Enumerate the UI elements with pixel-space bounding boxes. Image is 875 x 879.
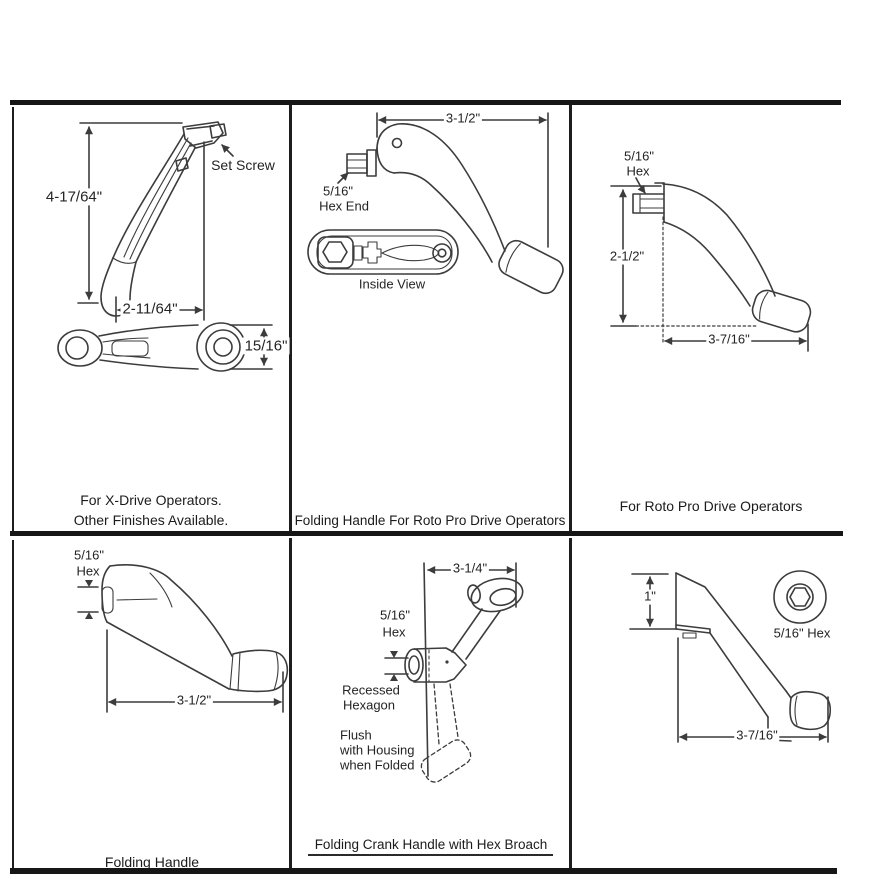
dim-label-length: 3-1/4" bbox=[450, 560, 490, 577]
grid-border-bottom bbox=[10, 868, 837, 874]
dim-label-length: 3-1/2" bbox=[174, 692, 214, 709]
set-screw-label: Set Screw bbox=[211, 156, 275, 173]
panel1-caption-line2: Other Finishes Available. bbox=[73, 511, 229, 528]
dim-label-width: 2-11/64" bbox=[120, 300, 180, 318]
recessed-label-line2: Hexagon bbox=[342, 697, 396, 713]
hex-label-line1: 5/16" bbox=[380, 607, 410, 623]
dim-label-width: 3-7/16" bbox=[706, 331, 752, 348]
hex-label: 5/16" Hex bbox=[773, 625, 831, 641]
grid-border-top bbox=[10, 100, 841, 105]
grid-separator2-row2 bbox=[569, 538, 572, 868]
panel1-caption-line1: For X-Drive Operators. bbox=[80, 491, 222, 508]
dim-label-height: 1" bbox=[642, 588, 658, 605]
folding-roto-pro-drawing bbox=[307, 112, 564, 295]
hex-label-line2: Hex bbox=[626, 163, 650, 179]
grid-separator1-row2 bbox=[289, 538, 292, 868]
dim-label-length: 3-1/2" bbox=[443, 110, 483, 127]
dim-label-thickness: 15/16" bbox=[242, 337, 290, 355]
panel2-caption: Folding Handle For Roto Pro Drive Operat… bbox=[294, 513, 566, 529]
dim-label-height: 2-1/2" bbox=[607, 248, 647, 265]
grid-border-middle bbox=[10, 531, 843, 536]
hex-label-line1: 5/16" bbox=[624, 148, 654, 164]
hex-label-line2: Hex bbox=[76, 563, 100, 579]
x-drive-handle-drawing bbox=[57, 121, 273, 372]
hex-end-label-line2: Hex End bbox=[319, 198, 369, 214]
roto-pro-handle-drawing bbox=[610, 177, 812, 352]
recessed-label-line1: Recessed bbox=[342, 682, 400, 698]
dim-label-width: 3-7/16" bbox=[734, 727, 780, 744]
panel4-caption: Folding Handle bbox=[104, 853, 200, 870]
folding-handle-drawing bbox=[77, 564, 289, 713]
grid-border-left-row1 bbox=[12, 107, 14, 531]
flush-label-line3: when Folded bbox=[340, 757, 415, 773]
hex-end-label-line1: 5/16" bbox=[323, 183, 353, 199]
panel5-caption-underline bbox=[308, 854, 553, 856]
angled-crank-handle-drawing bbox=[629, 570, 832, 743]
folding-crank-hex-broach-drawing bbox=[384, 562, 524, 783]
dim-label-height: 4-17/64" bbox=[43, 188, 105, 206]
flush-label-line2: with Housing bbox=[340, 742, 415, 758]
grid-separator2-row1 bbox=[569, 105, 572, 531]
grid-border-left-row2 bbox=[12, 540, 14, 868]
hex-label-line1: 5/16" bbox=[74, 547, 104, 563]
grid-separator1-row1 bbox=[289, 105, 292, 531]
inside-view-label: Inside View bbox=[358, 276, 426, 292]
hex-label-line2: Hex bbox=[382, 624, 406, 640]
panel3-caption: For Roto Pro Drive Operators bbox=[619, 497, 803, 514]
panel5-caption: Folding Crank Handle with Hex Broach bbox=[314, 837, 548, 853]
flush-label-line1: Flush bbox=[340, 727, 372, 743]
